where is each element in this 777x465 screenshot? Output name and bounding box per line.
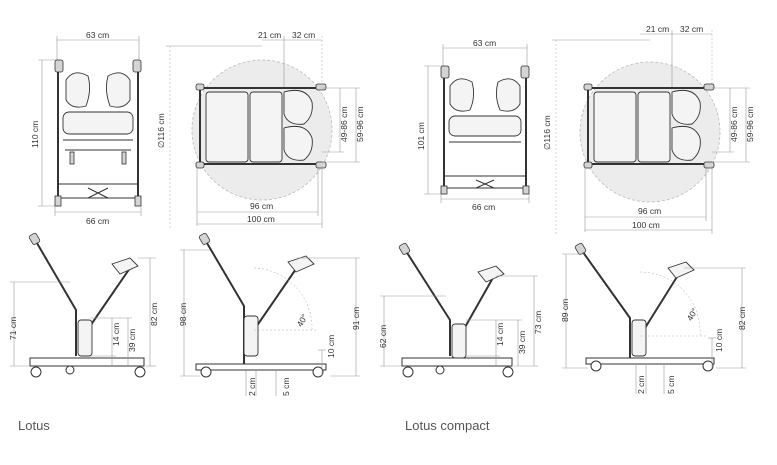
compact-clear-1-label: 2 cm [636,376,646,394]
lotus-side-view-right: 98 cm 91 cm 40° 10 cm 2 cm 5 cm [178,232,361,396]
compact-width-top-label: 63 cm [473,38,496,48]
lotus-height-98-label: 98 cm [178,303,188,326]
lotus-compact-front-top-view: 63 cm 101 cm 66 cm [416,38,530,212]
compact-height-82-label: 82 cm [737,307,747,330]
compact-angle-label: 40° [685,306,700,322]
compact-range-2-label: 59-96 cm [745,107,755,142]
lotus-clear-1-label: 2 cm [247,378,257,396]
lotus-height-82-label: 82 cm [149,303,159,326]
lotus-knee-low-label: 14 cm [111,323,121,346]
compact-dim-a-label: 21 cm [646,24,669,34]
lotus-length-1-label: 96 cm [250,201,273,211]
compact-height-89-label: 89 cm [560,299,570,322]
lotus-compact-caption: Lotus compact [405,418,490,433]
lotus-width-base-label: 66 cm [86,216,109,226]
lotus-front-top-view: 63 cm 110 cm 66 cm [30,30,142,226]
compact-total-height-label: 62 cm [378,325,388,348]
compact-diameter-label: ∅116 cm [542,115,552,150]
lotus-caption: Lotus [18,418,50,433]
lotus-length-2-label: 100 cm [247,214,275,224]
compact-clear-2-label: 5 cm [666,376,676,394]
compact-knee-high-label: 39 cm [517,331,527,354]
compact-length-label: 101 cm [416,122,426,150]
lotus-angle-label: 40° [295,312,310,328]
lotus-total-height-label: 71 cm [8,317,18,340]
lotus-range-2-label: 59-96 cm [355,107,365,142]
lotus-width-top-label: 63 cm [86,30,109,40]
lotus-compact-side-view-right: 89 cm 82 cm 40° 10 cm 2 cm 5 cm [560,242,747,394]
compact-height-73-label: 73 cm [533,311,543,334]
compact-base-height-label: 10 cm [714,329,724,352]
lotus-compact-top-plan-view: ∅116 cm 21 cm 32 cm 49-86 cm 59-96 cm 96… [542,24,755,234]
lotus-length-label: 110 cm [30,121,40,148]
lotus-dim-b-label: 32 cm [292,30,315,40]
lotus-range-1-label: 49-86 cm [339,107,349,142]
compact-knee-low-label: 14 cm [495,323,505,346]
lotus-side-view-left: 71 cm 82 cm 14 cm 39 cm [8,232,159,378]
compact-length-2-label: 100 cm [632,220,660,230]
lotus-knee-high-label: 39 cm [127,329,137,352]
compact-dim-b-label: 32 cm [680,24,703,34]
lotus-diameter-label: ∅116 cm [156,113,166,148]
lotus-clear-2-label: 5 cm [281,378,291,396]
compact-length-1-label: 96 cm [638,206,661,216]
lotus-dim-a-label: 21 cm [258,30,281,40]
lotus-height-91-label: 91 cm [351,307,361,330]
lotus-base-height-label: 10 cm [326,335,336,358]
lotus-top-plan-view: ∅116 cm 21 cm 32 cm 49-86 cm 59-96 cm 96… [156,30,365,230]
lotus-compact-side-view-left: 62 cm 73 cm 14 cm 39 cm [378,242,543,378]
compact-width-base-label: 66 cm [472,202,495,212]
compact-range-1-label: 49-86 cm [729,107,739,142]
